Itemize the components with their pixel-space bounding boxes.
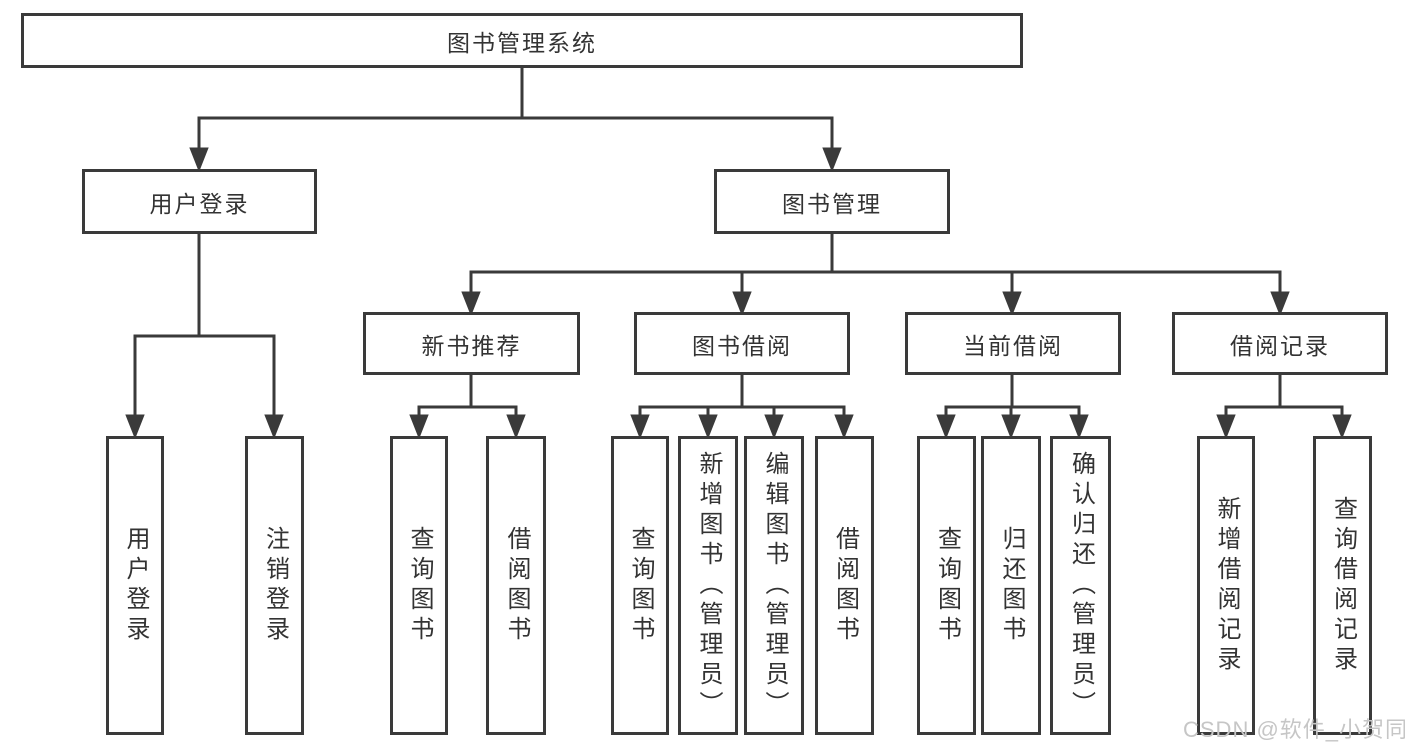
node-label: 新增图书（管理员） bbox=[695, 450, 722, 721]
node-leaf-query-books-recommend: 查询图书 bbox=[390, 436, 448, 735]
node-leaf-add-books-admin: 新增图书（管理员） bbox=[678, 436, 738, 735]
node-borrowing-records: 借阅记录 bbox=[1172, 312, 1388, 375]
node-label: 图书管理 bbox=[782, 190, 882, 217]
node-leaf-return-books: 归还图书 bbox=[981, 436, 1041, 735]
node-label: 借阅图书 bbox=[831, 525, 859, 646]
node-label: 用户登录 bbox=[122, 525, 149, 646]
arrowhead-down-icon bbox=[1333, 414, 1351, 437]
arrowhead-down-icon bbox=[765, 414, 783, 437]
arrowhead-down-icon bbox=[462, 291, 480, 314]
arrowhead-down-icon bbox=[733, 291, 751, 314]
node-leaf-confirm-return-admin: 确认归还（管理员） bbox=[1050, 436, 1111, 735]
node-label: 新增借阅记录 bbox=[1213, 495, 1240, 676]
arrowhead-down-icon bbox=[937, 414, 955, 437]
node-leaf-query-books-current: 查询图书 bbox=[917, 436, 976, 735]
arrowhead-down-icon bbox=[1002, 414, 1020, 437]
connector-new-book-recommendation-to-leaves bbox=[410, 373, 525, 437]
node-new-book-recommendation: 新书推荐 bbox=[363, 312, 580, 375]
node-leaf-user-login: 用户登录 bbox=[106, 436, 164, 735]
arrowhead-down-icon bbox=[507, 414, 525, 437]
arrowhead-down-icon bbox=[1003, 291, 1021, 314]
node-leaf-add-borrow-record: 新增借阅记录 bbox=[1197, 436, 1255, 735]
arrowhead-down-icon bbox=[410, 414, 428, 437]
arrowhead-down-icon bbox=[1070, 414, 1088, 437]
connector-book-borrowing-to-leaves bbox=[631, 373, 853, 437]
connector-book-management-to-level3 bbox=[462, 232, 1289, 314]
node-label: 确认归还（管理员） bbox=[1067, 450, 1095, 721]
node-book-borrowing: 图书借阅 bbox=[634, 312, 850, 375]
node-label: 编辑图书（管理员） bbox=[761, 450, 788, 721]
node-label: 查询图书 bbox=[933, 525, 961, 646]
arrowhead-down-icon bbox=[190, 147, 208, 170]
arrowhead-down-icon bbox=[699, 414, 717, 437]
node-leaf-edit-books-admin: 编辑图书（管理员） bbox=[744, 436, 804, 735]
arrowhead-down-icon bbox=[265, 414, 283, 437]
connector-borrowing-records-to-leaves bbox=[1217, 373, 1351, 437]
node-label: 查询图书 bbox=[627, 525, 654, 646]
node-label: 借阅记录 bbox=[1230, 332, 1330, 359]
node-label: 归还图书 bbox=[998, 525, 1025, 646]
node-label: 图书借阅 bbox=[692, 332, 792, 359]
node-label: 新书推荐 bbox=[421, 332, 522, 359]
arrowhead-down-icon bbox=[823, 147, 841, 170]
connector-root-to-level2 bbox=[190, 66, 841, 170]
node-label: 借阅图书 bbox=[503, 525, 530, 646]
node-label: 注销登录 bbox=[261, 525, 289, 646]
node-label: 当前借阅 bbox=[963, 332, 1063, 359]
node-label: 图书管理系统 bbox=[447, 29, 597, 56]
node-label: 查询借阅记录 bbox=[1329, 495, 1357, 676]
node-leaf-borrow-books-recommend: 借阅图书 bbox=[486, 436, 546, 735]
connector-current-borrowing-to-leaves bbox=[937, 373, 1088, 437]
node-leaf-logout: 注销登录 bbox=[245, 436, 304, 735]
csdn-watermark: CSDN @软件_小贺同学 bbox=[1183, 717, 1405, 742]
node-label: 用户登录 bbox=[149, 190, 250, 217]
arrowhead-down-icon bbox=[631, 414, 649, 437]
arrowhead-down-icon bbox=[835, 414, 853, 437]
node-leaf-query-books-borrowing: 查询图书 bbox=[611, 436, 669, 735]
node-book-management: 图书管理 bbox=[714, 169, 950, 234]
arrowhead-down-icon bbox=[126, 414, 144, 437]
node-leaf-borrow-books: 借阅图书 bbox=[815, 436, 874, 735]
arrowhead-down-icon bbox=[1217, 414, 1235, 437]
node-root-library-management-system: 图书管理系统 bbox=[21, 13, 1023, 68]
arrowhead-down-icon bbox=[1271, 291, 1289, 314]
node-leaf-query-borrow-record: 查询借阅记录 bbox=[1313, 436, 1372, 735]
node-label: 查询图书 bbox=[406, 525, 433, 646]
node-user-login: 用户登录 bbox=[82, 169, 317, 234]
connector-user-login-to-leaves bbox=[126, 232, 283, 437]
node-current-borrowing: 当前借阅 bbox=[905, 312, 1121, 375]
